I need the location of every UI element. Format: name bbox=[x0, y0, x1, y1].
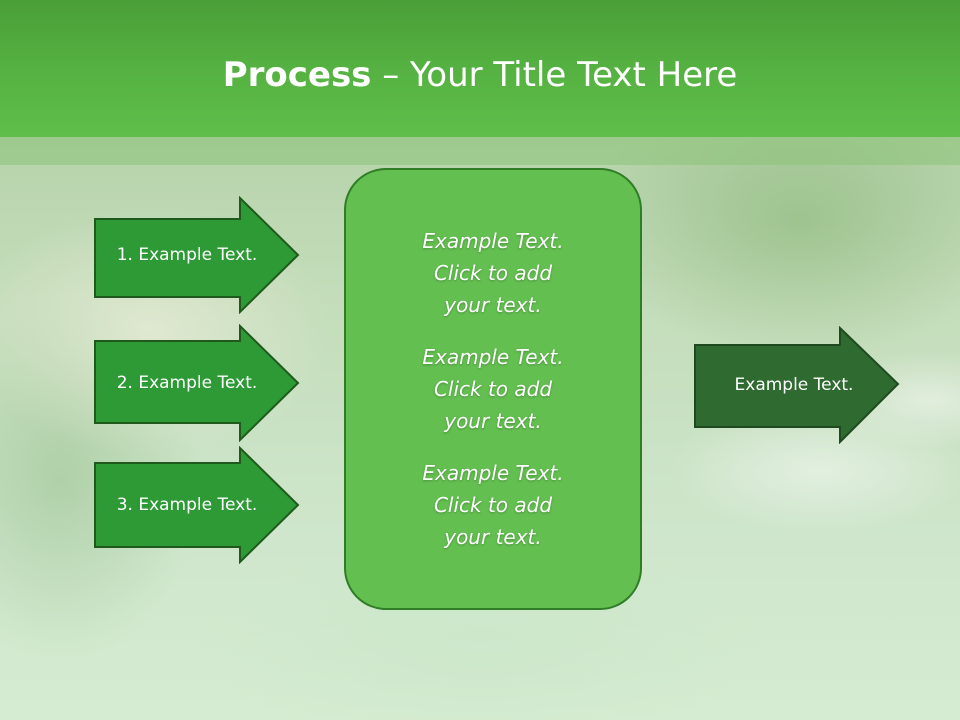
center-line: your text. bbox=[444, 409, 542, 433]
center-line: Click to add bbox=[433, 493, 553, 517]
center-line: Click to add bbox=[433, 261, 553, 285]
arrow-shape bbox=[94, 196, 300, 314]
arrow-shape bbox=[694, 326, 900, 444]
slide-title[interactable]: Process – Your Title Text Here bbox=[0, 52, 960, 98]
header-band bbox=[0, 0, 960, 137]
center-line: Example Text. bbox=[422, 229, 564, 253]
input-arrow-label: 3. Example Text. bbox=[116, 495, 258, 515]
arrow-shape bbox=[94, 324, 300, 442]
input-arrow-1[interactable]: 1. Example Text. bbox=[94, 196, 300, 314]
header-strip bbox=[0, 137, 960, 165]
center-text-block-1: Example Text. Click to add your text. bbox=[363, 225, 623, 321]
center-process-box[interactable]: Example Text. Click to add your text. Ex… bbox=[344, 168, 642, 610]
center-line: your text. bbox=[444, 525, 542, 549]
center-line: Click to add bbox=[433, 377, 553, 401]
center-line: your text. bbox=[444, 293, 542, 317]
center-line: Example Text. bbox=[422, 345, 564, 369]
title-bold: Process bbox=[222, 55, 372, 95]
arrow-shape bbox=[94, 446, 300, 564]
input-arrow-2[interactable]: 2. Example Text. bbox=[94, 324, 300, 442]
output-arrow[interactable]: Example Text. bbox=[694, 326, 900, 444]
center-text-block-2: Example Text. Click to add your text. bbox=[363, 341, 623, 437]
input-arrow-label: 2. Example Text. bbox=[116, 373, 258, 393]
input-arrow-label: 1. Example Text. bbox=[116, 245, 258, 265]
center-line: Example Text. bbox=[422, 461, 564, 485]
center-text-block-3: Example Text. Click to add your text. bbox=[363, 457, 623, 553]
output-arrow-label: Example Text. bbox=[734, 375, 854, 395]
input-arrow-3[interactable]: 3. Example Text. bbox=[94, 446, 300, 564]
title-rest: – Your Title Text Here bbox=[371, 55, 738, 95]
